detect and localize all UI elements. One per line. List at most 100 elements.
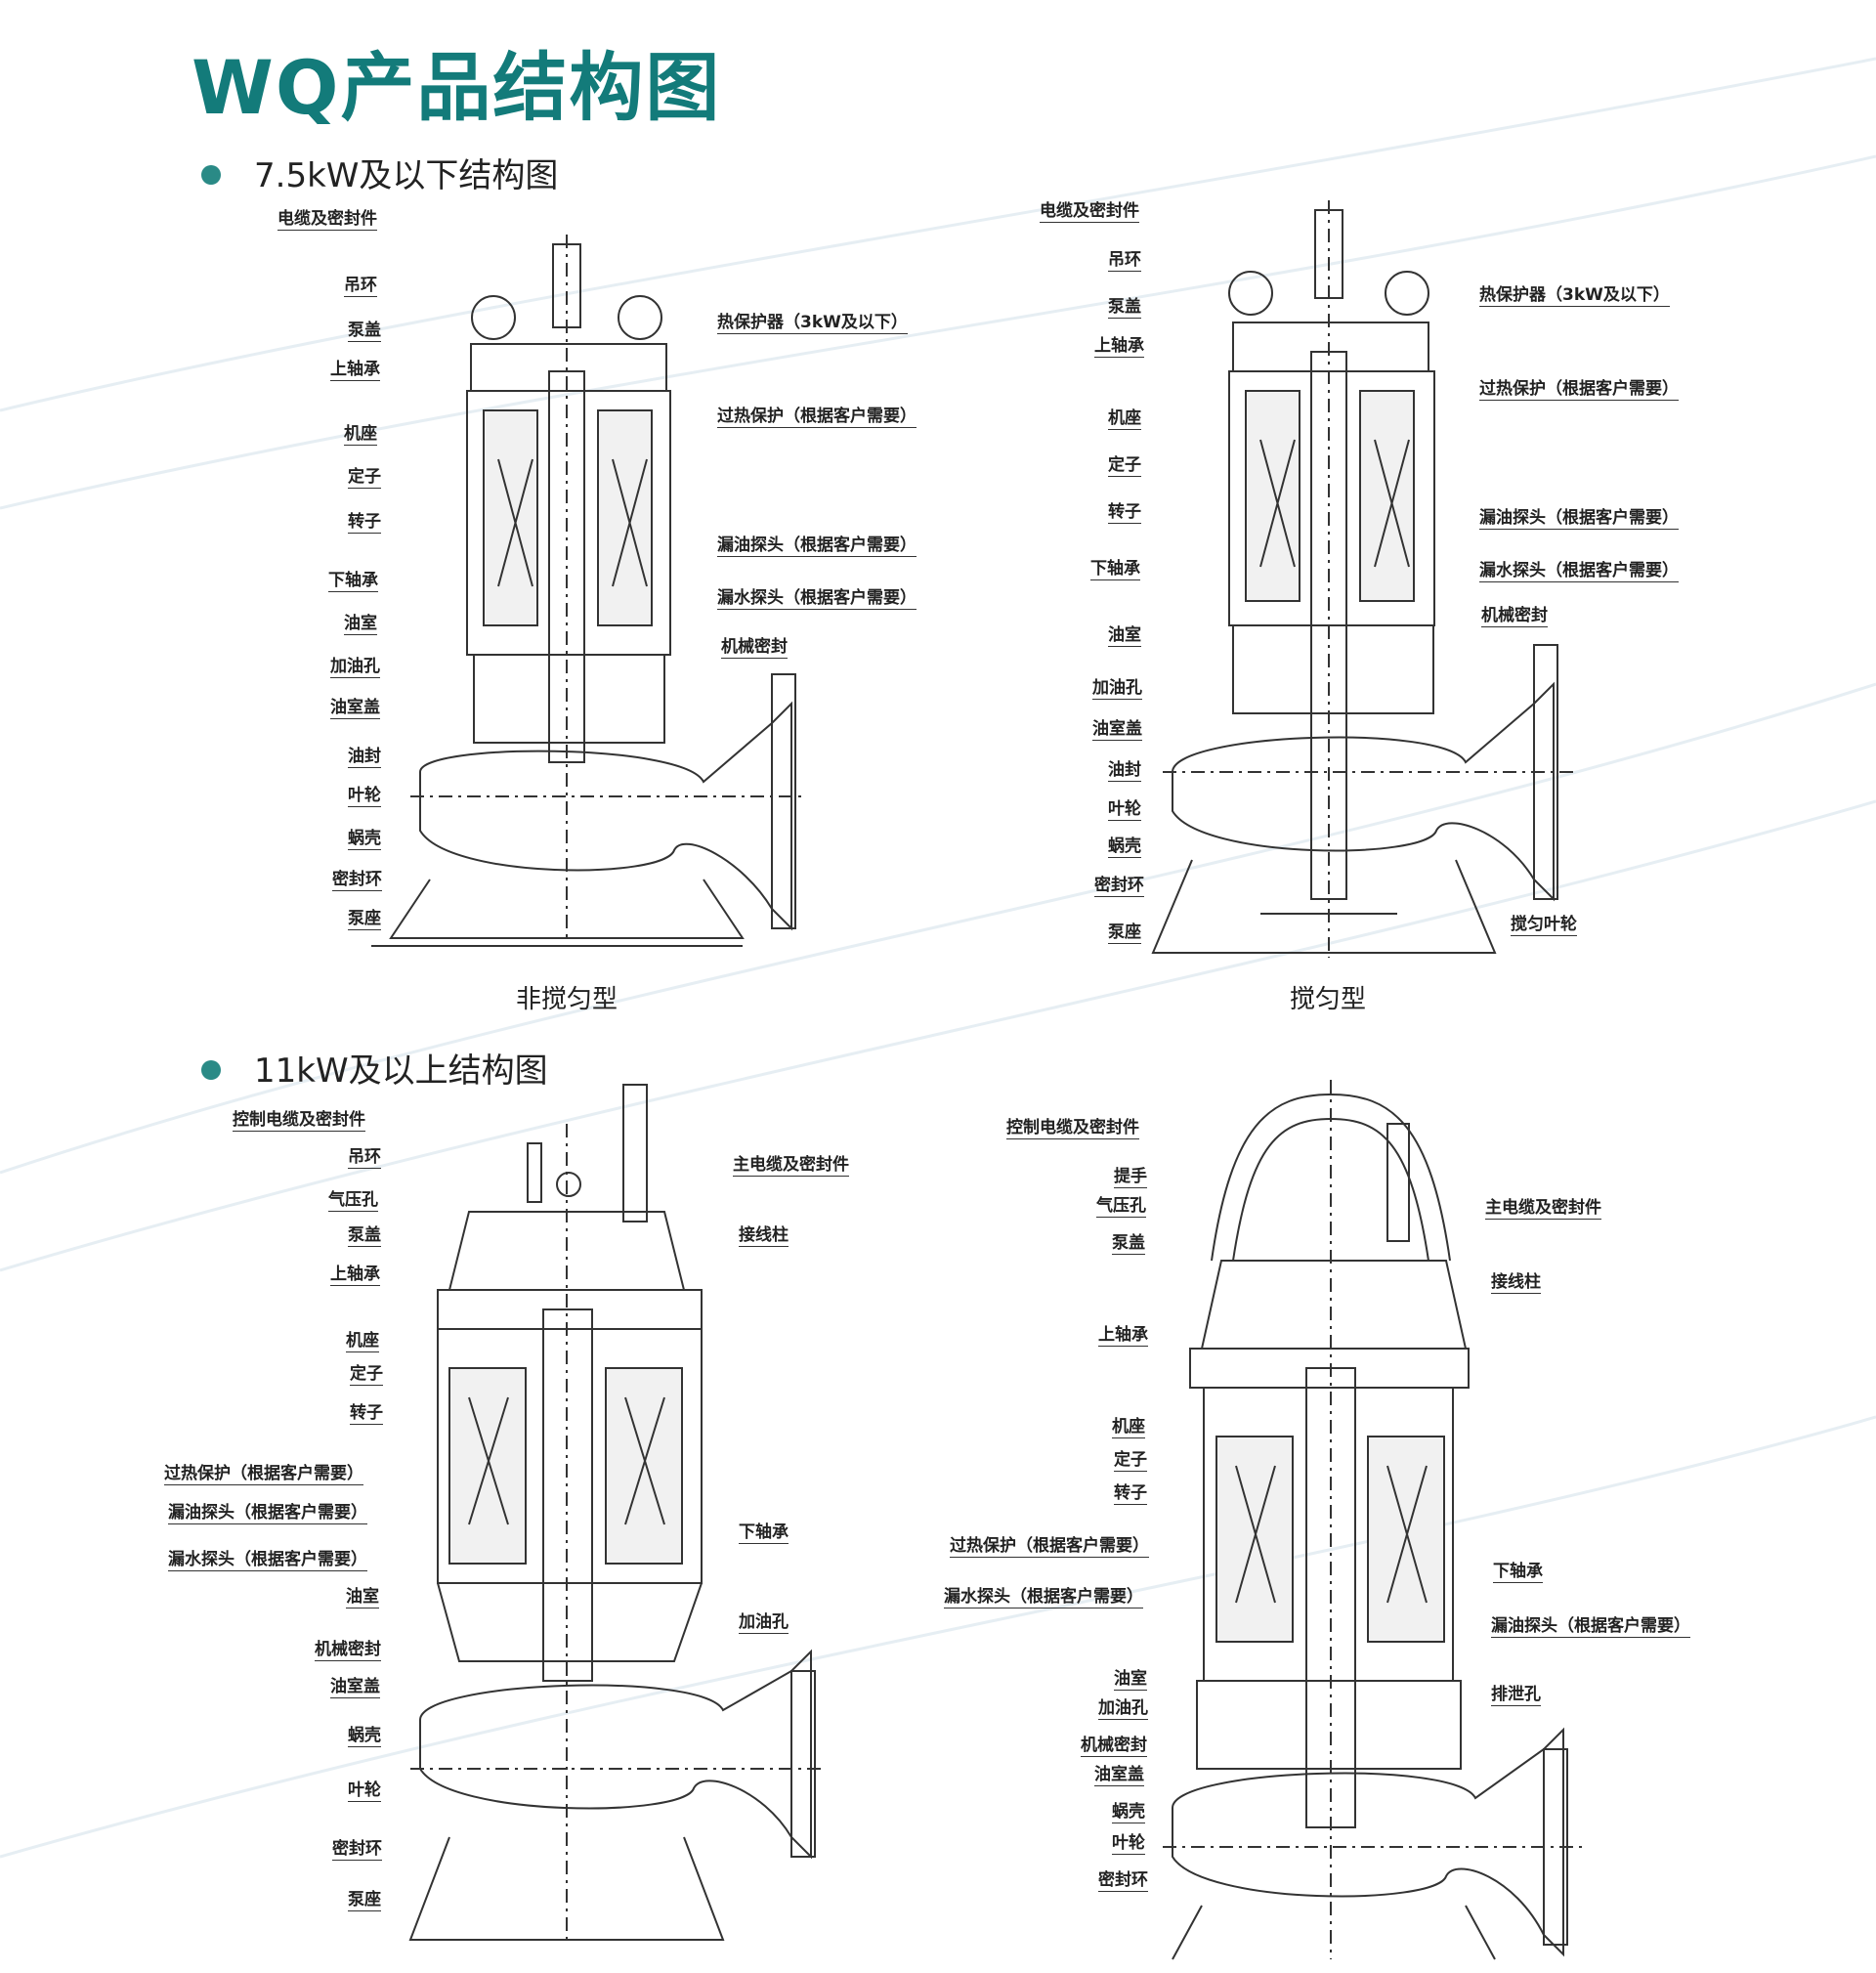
label-c-upper-bearing: 上轴承 — [330, 1265, 380, 1286]
label-b-oil-cover: 油室盖 — [1092, 719, 1142, 741]
label-c-oil-cover: 油室盖 — [330, 1677, 380, 1698]
label-b-oil-seal: 油封 — [1108, 760, 1141, 782]
label-c-pump-base: 泵座 — [348, 1890, 381, 1911]
label-c-stator: 定子 — [350, 1364, 383, 1386]
label-d-water-leak-probe: 漏水探头（根据客户需要） — [944, 1587, 1143, 1608]
label-a-rotor: 转子 — [348, 512, 381, 534]
label-c-lifting-ring: 吊环 — [348, 1147, 381, 1169]
label-d-oil-hole: 加油孔 — [1098, 1698, 1148, 1720]
label-a-lifting-ring: 吊环 — [344, 276, 377, 297]
label-b-upper-bearing: 上轴承 — [1094, 336, 1144, 358]
section-small-text: 7.5kW及以下结构图 — [254, 156, 559, 195]
label-c-oil-chamber: 油室 — [346, 1587, 379, 1608]
caption-stirring: 搅匀型 — [1290, 985, 1367, 1014]
label-d-lower-bearing: 下轴承 — [1493, 1562, 1543, 1583]
label-d-main-cable: 主电缆及密封件 — [1485, 1198, 1601, 1220]
label-a-upper-bearing: 上轴承 — [330, 360, 380, 381]
label-d-volute: 蜗壳 — [1112, 1802, 1145, 1823]
label-a-stator: 定子 — [348, 467, 381, 489]
label-b-seal-ring: 密封环 — [1094, 876, 1144, 897]
section-large-text: 11kW及以上结构图 — [254, 1051, 548, 1091]
label-d-handle: 提手 — [1114, 1167, 1147, 1188]
label-b-mechanical-seal: 机械密封 — [1481, 606, 1548, 627]
label-c-mechanical-seal: 机械密封 — [315, 1640, 381, 1661]
label-a-cable-seal: 电缆及密封件 — [277, 209, 377, 231]
label-d-overheat-protection: 过热保护（根据客户需要） — [950, 1536, 1149, 1558]
label-a-overheat-protection: 过热保护（根据客户需要） — [717, 407, 917, 428]
label-b-water-leak-probe: 漏水探头（根据客户需要） — [1479, 561, 1679, 582]
label-c-water-leak-probe: 漏水探头（根据客户需要） — [168, 1550, 367, 1571]
label-a-oil-leak-probe: 漏油探头（根据客户需要） — [717, 536, 917, 557]
label-b-stirring-impeller: 搅匀叶轮 — [1511, 915, 1577, 936]
label-b-volute: 蜗壳 — [1108, 836, 1141, 858]
label-c-oil-leak-probe: 漏油探头（根据客户需要） — [168, 1503, 367, 1524]
label-a-mechanical-seal: 机械密封 — [721, 637, 788, 659]
label-a-pump-base: 泵座 — [348, 909, 381, 930]
section-heading-small: 7.5kW及以下结构图 — [201, 149, 558, 196]
label-d-terminal: 接线柱 — [1491, 1272, 1541, 1294]
label-b-lower-bearing: 下轴承 — [1090, 559, 1140, 580]
label-d-air-hole: 气压孔 — [1096, 1196, 1146, 1218]
label-b-stator: 定子 — [1108, 455, 1141, 477]
label-d-frame: 机座 — [1112, 1417, 1145, 1438]
label-d-drain-hole: 排泄孔 — [1491, 1685, 1541, 1706]
bullet-icon — [201, 164, 221, 185]
label-b-oil-hole: 加油孔 — [1092, 678, 1142, 700]
label-a-impeller: 叶轮 — [348, 786, 381, 807]
page-title: WQ产品结构图 — [192, 44, 722, 131]
label-a-volute: 蜗壳 — [348, 829, 381, 850]
label-a-oil-seal: 油封 — [348, 747, 381, 768]
label-c-main-cable: 主电缆及密封件 — [733, 1155, 849, 1177]
label-c-oil-hole: 加油孔 — [739, 1612, 789, 1634]
caption-non-stirring: 非搅匀型 — [516, 985, 618, 1014]
label-b-overheat-protection: 过热保护（根据客户需要） — [1479, 379, 1679, 401]
label-a-oil-cover: 油室盖 — [330, 698, 380, 719]
label-c-air-hole: 气压孔 — [328, 1190, 378, 1212]
label-b-pump-cover: 泵盖 — [1108, 297, 1141, 319]
label-d-impeller: 叶轮 — [1112, 1833, 1145, 1855]
label-d-oil-cover: 油室盖 — [1094, 1765, 1144, 1786]
label-a-oil-chamber: 油室 — [344, 614, 377, 635]
bullet-icon — [201, 1059, 221, 1080]
label-c-seal-ring: 密封环 — [332, 1839, 382, 1861]
label-b-oil-leak-probe: 漏油探头（根据客户需要） — [1479, 508, 1679, 530]
label-b-thermal-protector: 热保护器（3kW及以下） — [1479, 285, 1670, 307]
label-b-cable-seal: 电缆及密封件 — [1040, 201, 1139, 223]
label-d-upper-bearing: 上轴承 — [1098, 1325, 1148, 1347]
label-d-seal-ring: 密封环 — [1098, 1870, 1148, 1892]
label-b-lifting-ring: 吊环 — [1108, 250, 1141, 272]
label-d-oil-leak-probe: 漏油探头（根据客户需要） — [1491, 1616, 1690, 1638]
label-a-seal-ring: 密封环 — [332, 870, 382, 891]
label-a-frame: 机座 — [344, 424, 377, 446]
label-b-impeller: 叶轮 — [1108, 799, 1141, 821]
label-b-rotor: 转子 — [1108, 502, 1141, 524]
label-d-control-cable: 控制电缆及密封件 — [1006, 1118, 1139, 1139]
label-c-frame: 机座 — [346, 1331, 379, 1352]
label-c-lower-bearing: 下轴承 — [739, 1523, 789, 1544]
label-a-oil-hole: 加油孔 — [330, 657, 380, 678]
section-heading-large: 11kW及以上结构图 — [201, 1044, 548, 1092]
label-c-volute: 蜗壳 — [348, 1726, 381, 1747]
label-a-water-leak-probe: 漏水探头（根据客户需要） — [717, 588, 917, 610]
label-c-rotor: 转子 — [350, 1403, 383, 1425]
label-d-rotor: 转子 — [1114, 1483, 1147, 1505]
label-d-stator: 定子 — [1114, 1450, 1147, 1472]
label-d-mechanical-seal: 机械密封 — [1081, 1736, 1147, 1757]
label-a-pump-cover: 泵盖 — [348, 321, 381, 342]
label-c-control-cable: 控制电缆及密封件 — [233, 1110, 365, 1132]
label-a-lower-bearing: 下轴承 — [328, 571, 378, 592]
label-c-pump-cover: 泵盖 — [348, 1225, 381, 1247]
label-b-oil-chamber: 油室 — [1108, 625, 1141, 647]
label-c-terminal: 接线柱 — [739, 1225, 789, 1247]
label-b-frame: 机座 — [1108, 408, 1141, 430]
label-d-oil-chamber: 油室 — [1114, 1669, 1147, 1691]
label-c-overheat-protection: 过热保护（根据客户需要） — [164, 1464, 363, 1485]
label-c-impeller: 叶轮 — [348, 1780, 381, 1802]
label-a-thermal-protector: 热保护器（3kW及以下） — [717, 313, 908, 334]
